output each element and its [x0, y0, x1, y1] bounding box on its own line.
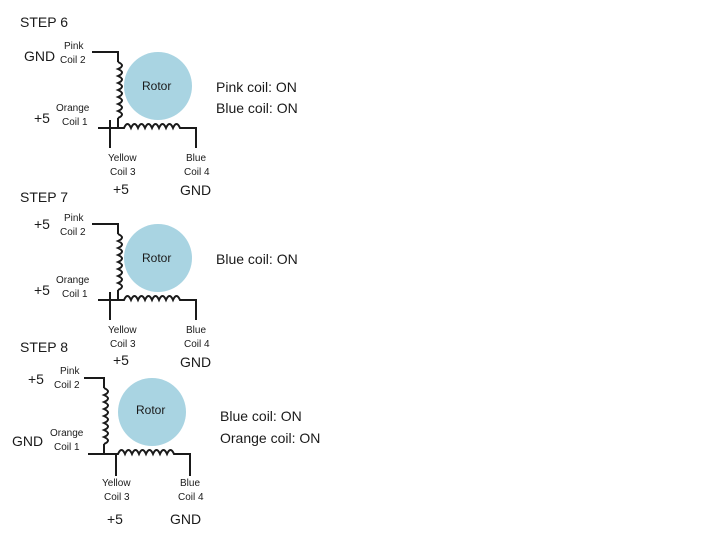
pink-side-label: GND: [24, 48, 56, 64]
step-title: STEP 8: [20, 339, 68, 355]
yellow-wire-label: Yellow: [108, 153, 137, 164]
orange-wire-label: Orange: [50, 428, 84, 439]
coil2-label: Coil 2: [54, 380, 80, 391]
coil2-label: Coil 2: [60, 227, 86, 238]
status-line-2: Blue coil: ON: [216, 100, 298, 116]
blue-wire-label: Blue: [186, 153, 207, 164]
status-line-1: Blue coil: ON: [220, 408, 302, 424]
panel-step7-coil3-winding: [118, 295, 197, 320]
pink-wire-label: Pink: [64, 213, 84, 224]
panel-step8-rotor: [118, 378, 186, 446]
panel-step7-drawing: [92, 223, 197, 320]
orange-wire-label: Orange: [56, 275, 90, 286]
panel-step6-pink-wire: [92, 51, 119, 62]
panel-step8-coil3-winding: [104, 449, 191, 476]
yellow-side-label: +5: [113, 181, 129, 197]
panel-step8-drawing: [84, 377, 191, 476]
blue-side-label: GND: [170, 511, 202, 527]
coil4-label: Coil 4: [178, 492, 204, 503]
yellow-wire-label: Yellow: [102, 478, 131, 489]
coil1-label: Coil 1: [62, 117, 88, 128]
coil4-label: Coil 4: [184, 339, 210, 350]
yellow-side-label: +5: [107, 511, 123, 527]
coil3-label: Coil 3: [104, 492, 130, 503]
coil3-label: Coil 3: [110, 339, 136, 350]
pink-wire-label: Pink: [64, 41, 84, 52]
panel-step6-drawing: [92, 51, 197, 148]
yellow-wire-label: Yellow: [108, 325, 137, 336]
status-line-1: Blue coil: ON: [216, 251, 298, 267]
coil2-label: Coil 2: [60, 55, 86, 66]
coil1-label: Coil 1: [62, 289, 88, 300]
step-title: STEP 6: [20, 14, 68, 30]
status-line-1: Pink coil: ON: [216, 79, 297, 95]
rotor-label: Rotor: [142, 251, 172, 265]
blue-wire-label: Blue: [186, 325, 207, 336]
panel-step8-pink-wire: [84, 377, 105, 388]
pink-side-label: +5: [28, 371, 44, 387]
blue-wire-label: Blue: [180, 478, 201, 489]
status-line-2: Orange coil: ON: [220, 430, 321, 446]
pink-wire-label: Pink: [60, 366, 80, 377]
panel-step6-orange-wire: [98, 118, 119, 129]
panel-step6-rotor: [124, 52, 192, 120]
blue-side-label: GND: [180, 354, 212, 370]
pink-side-label: +5: [34, 216, 50, 232]
yellow-side-label: +5: [113, 352, 129, 368]
panel-step8-orange-wire: [88, 444, 105, 455]
rotor-label: Rotor: [136, 403, 166, 417]
panel-step7-pink-wire: [92, 223, 119, 234]
panel-step8-coil2-winding: [101, 387, 109, 445]
panel-step7-orange-wire: [98, 290, 119, 301]
blue-side-label: GND: [180, 182, 212, 198]
orange-wire-label: Orange: [56, 103, 90, 114]
panel-step6-coil3-winding: [118, 123, 197, 148]
orange-side-label: +5: [34, 110, 50, 126]
coil3-label: Coil 3: [110, 167, 136, 178]
orange-side-label: GND: [12, 433, 44, 449]
coil1-label: Coil 1: [54, 442, 80, 453]
step-title: STEP 7: [20, 189, 68, 205]
panel-step7-rotor: [124, 224, 192, 292]
panel-step6-coil2-winding: [115, 61, 123, 119]
panel-step7-coil2-winding: [115, 233, 123, 291]
orange-side-label: +5: [34, 282, 50, 298]
coil4-label: Coil 4: [184, 167, 210, 178]
rotor-label: Rotor: [142, 79, 172, 93]
